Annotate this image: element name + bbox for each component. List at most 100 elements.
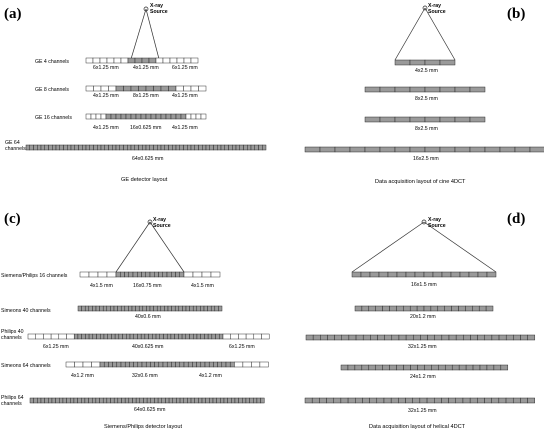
detector-ge64-element-23 bbox=[108, 144, 113, 151]
detector-cine-3-element-3 bbox=[394, 116, 411, 123]
detector-helical-4-element-21 bbox=[479, 364, 488, 371]
detector-helical-5-element-31 bbox=[520, 397, 528, 404]
detector-ge8-element-3 bbox=[100, 85, 109, 92]
detector-s64-element-39 bbox=[251, 361, 261, 368]
detector-p40-element-16 bbox=[107, 333, 112, 340]
detector-sp16-element-10 bbox=[137, 271, 142, 278]
detector-ge64-element-43 bbox=[183, 144, 188, 151]
detector-cine-2-element-2 bbox=[379, 86, 396, 93]
detector-ge64-element-14 bbox=[74, 144, 79, 151]
detector-p64-element-10 bbox=[62, 397, 67, 404]
detector-ge64-element-8 bbox=[52, 144, 57, 151]
detector-helical-3-element-28 bbox=[498, 334, 507, 341]
detector-p40-element-48 bbox=[230, 333, 239, 340]
beam-c-right bbox=[149, 221, 185, 273]
detector-p40-element-18 bbox=[114, 333, 120, 340]
detector-p64-element-18 bbox=[91, 397, 97, 404]
seg-cine-4: 16x2.5 mm bbox=[413, 156, 439, 162]
detector-helical-5-element-20 bbox=[441, 397, 449, 404]
detector-cine-3 bbox=[364, 116, 486, 123]
detector-helical-4-element-2 bbox=[347, 364, 356, 371]
detector-s40-element-32 bbox=[189, 305, 194, 312]
detector-helical-3-element-1 bbox=[305, 334, 314, 341]
detector-p64-element-51 bbox=[212, 397, 217, 404]
detector-p64-element-63 bbox=[256, 397, 261, 404]
beam-b-left bbox=[394, 7, 426, 61]
detector-p40-element-49 bbox=[238, 333, 247, 340]
detector-p64-element-9 bbox=[59, 397, 64, 404]
detector-ge64-element-17 bbox=[85, 144, 90, 151]
detector-ge64-element-24 bbox=[112, 144, 117, 151]
detector-ge16-element-11 bbox=[135, 113, 142, 120]
detector-ge64-element-28 bbox=[127, 144, 132, 151]
beam-c-left bbox=[115, 221, 151, 273]
detector-cine-1-element-4 bbox=[439, 59, 456, 66]
detector-sp16-element-12 bbox=[145, 271, 151, 278]
detector-ge8-element-7 bbox=[130, 85, 139, 92]
detector-helical-3-element-24 bbox=[470, 334, 478, 341]
detector-ge64-element-52 bbox=[217, 144, 222, 151]
detector-helical-3-element-19 bbox=[434, 334, 443, 341]
detector-s40 bbox=[77, 305, 223, 312]
detector-s40-element-36 bbox=[203, 305, 208, 312]
detector-s64-element-25 bbox=[183, 361, 189, 368]
detector-p64-element-40 bbox=[172, 397, 177, 404]
detector-helical-3-element-23 bbox=[463, 334, 471, 341]
detector-cine-4-element-13 bbox=[484, 146, 501, 153]
xray-source-c-line2: Source bbox=[153, 223, 171, 229]
detector-s40-element-8 bbox=[102, 305, 108, 312]
seg-helical-5: 32x1.25 mm bbox=[408, 408, 437, 414]
detector-p64-element-28 bbox=[128, 397, 133, 404]
detector-s64-element-32 bbox=[213, 361, 218, 368]
detector-p64-element-8 bbox=[55, 397, 60, 404]
detector-helical-4-element-20 bbox=[472, 364, 481, 371]
detector-helical-1-element-16 bbox=[486, 271, 497, 278]
detector-ge4-element-2 bbox=[92, 57, 101, 64]
detector-p40-element-6 bbox=[66, 333, 75, 340]
detector-helical-1-element-3 bbox=[369, 271, 380, 278]
detector-helical-4-element-8 bbox=[389, 364, 397, 371]
detector-cine-2-element-5 bbox=[424, 86, 441, 93]
detector-cine-3-element-6 bbox=[439, 116, 456, 123]
detector-helical-4-element-18 bbox=[458, 364, 467, 371]
detector-ge4-element-15 bbox=[183, 57, 192, 64]
detector-p40-element-25 bbox=[140, 333, 146, 340]
detector-s40-element-11 bbox=[113, 305, 118, 312]
detector-ge64-element-37 bbox=[160, 144, 165, 151]
detector-p40-element-36 bbox=[181, 333, 187, 340]
detector-ge64-element-57 bbox=[235, 144, 240, 151]
detector-s40-element-6 bbox=[95, 305, 100, 312]
detector-cine-2-element-4 bbox=[409, 86, 426, 93]
detector-cine-3-element-2 bbox=[379, 116, 396, 123]
seg-ge4-1: 6x1.25 mm bbox=[93, 65, 119, 71]
detector-p64-element-24 bbox=[113, 397, 119, 404]
detector-helical-1-element-11 bbox=[441, 271, 452, 278]
panel-a: (a) X-ray Source GE 4 channels 6x1.25 mm… bbox=[4, 3, 267, 183]
detector-p64-element-50 bbox=[209, 397, 214, 404]
detector-s40-element-7 bbox=[99, 305, 104, 312]
seg-ge16-3: 4x1.25 mm bbox=[172, 125, 198, 131]
detector-p64-element-34 bbox=[150, 397, 155, 404]
detector-ge64-element-48 bbox=[202, 144, 207, 151]
detector-sp16-element-19 bbox=[175, 271, 180, 278]
detector-helical-1-element-14 bbox=[468, 271, 479, 278]
detector-p64-element-45 bbox=[190, 397, 195, 404]
detector-p40-element-13 bbox=[96, 333, 101, 340]
detector-s40-element-27 bbox=[171, 305, 176, 312]
seg-helical-3: 32x1.25 mm bbox=[408, 344, 437, 350]
detector-sp16-element-21 bbox=[183, 271, 194, 278]
detector-helical-3-element-17 bbox=[420, 334, 428, 341]
detector-s64-element-33 bbox=[217, 361, 223, 368]
detector-p40-element-2 bbox=[35, 333, 44, 340]
detector-helical-1-element-1 bbox=[351, 271, 362, 278]
detector-p64-element-62 bbox=[253, 397, 258, 404]
detector-p64-element-31 bbox=[139, 397, 144, 404]
detector-helical-3-element-29 bbox=[505, 334, 514, 341]
detector-s40-element-39 bbox=[214, 305, 219, 312]
detector-ge64-element-11 bbox=[63, 144, 68, 151]
detector-ge16-element-18 bbox=[170, 113, 177, 120]
detector-ge64-element-40 bbox=[172, 144, 177, 151]
detector-ge64-element-30 bbox=[134, 144, 139, 151]
detector-p64-element-3 bbox=[37, 397, 42, 404]
detector-p40-element-9 bbox=[81, 333, 86, 340]
